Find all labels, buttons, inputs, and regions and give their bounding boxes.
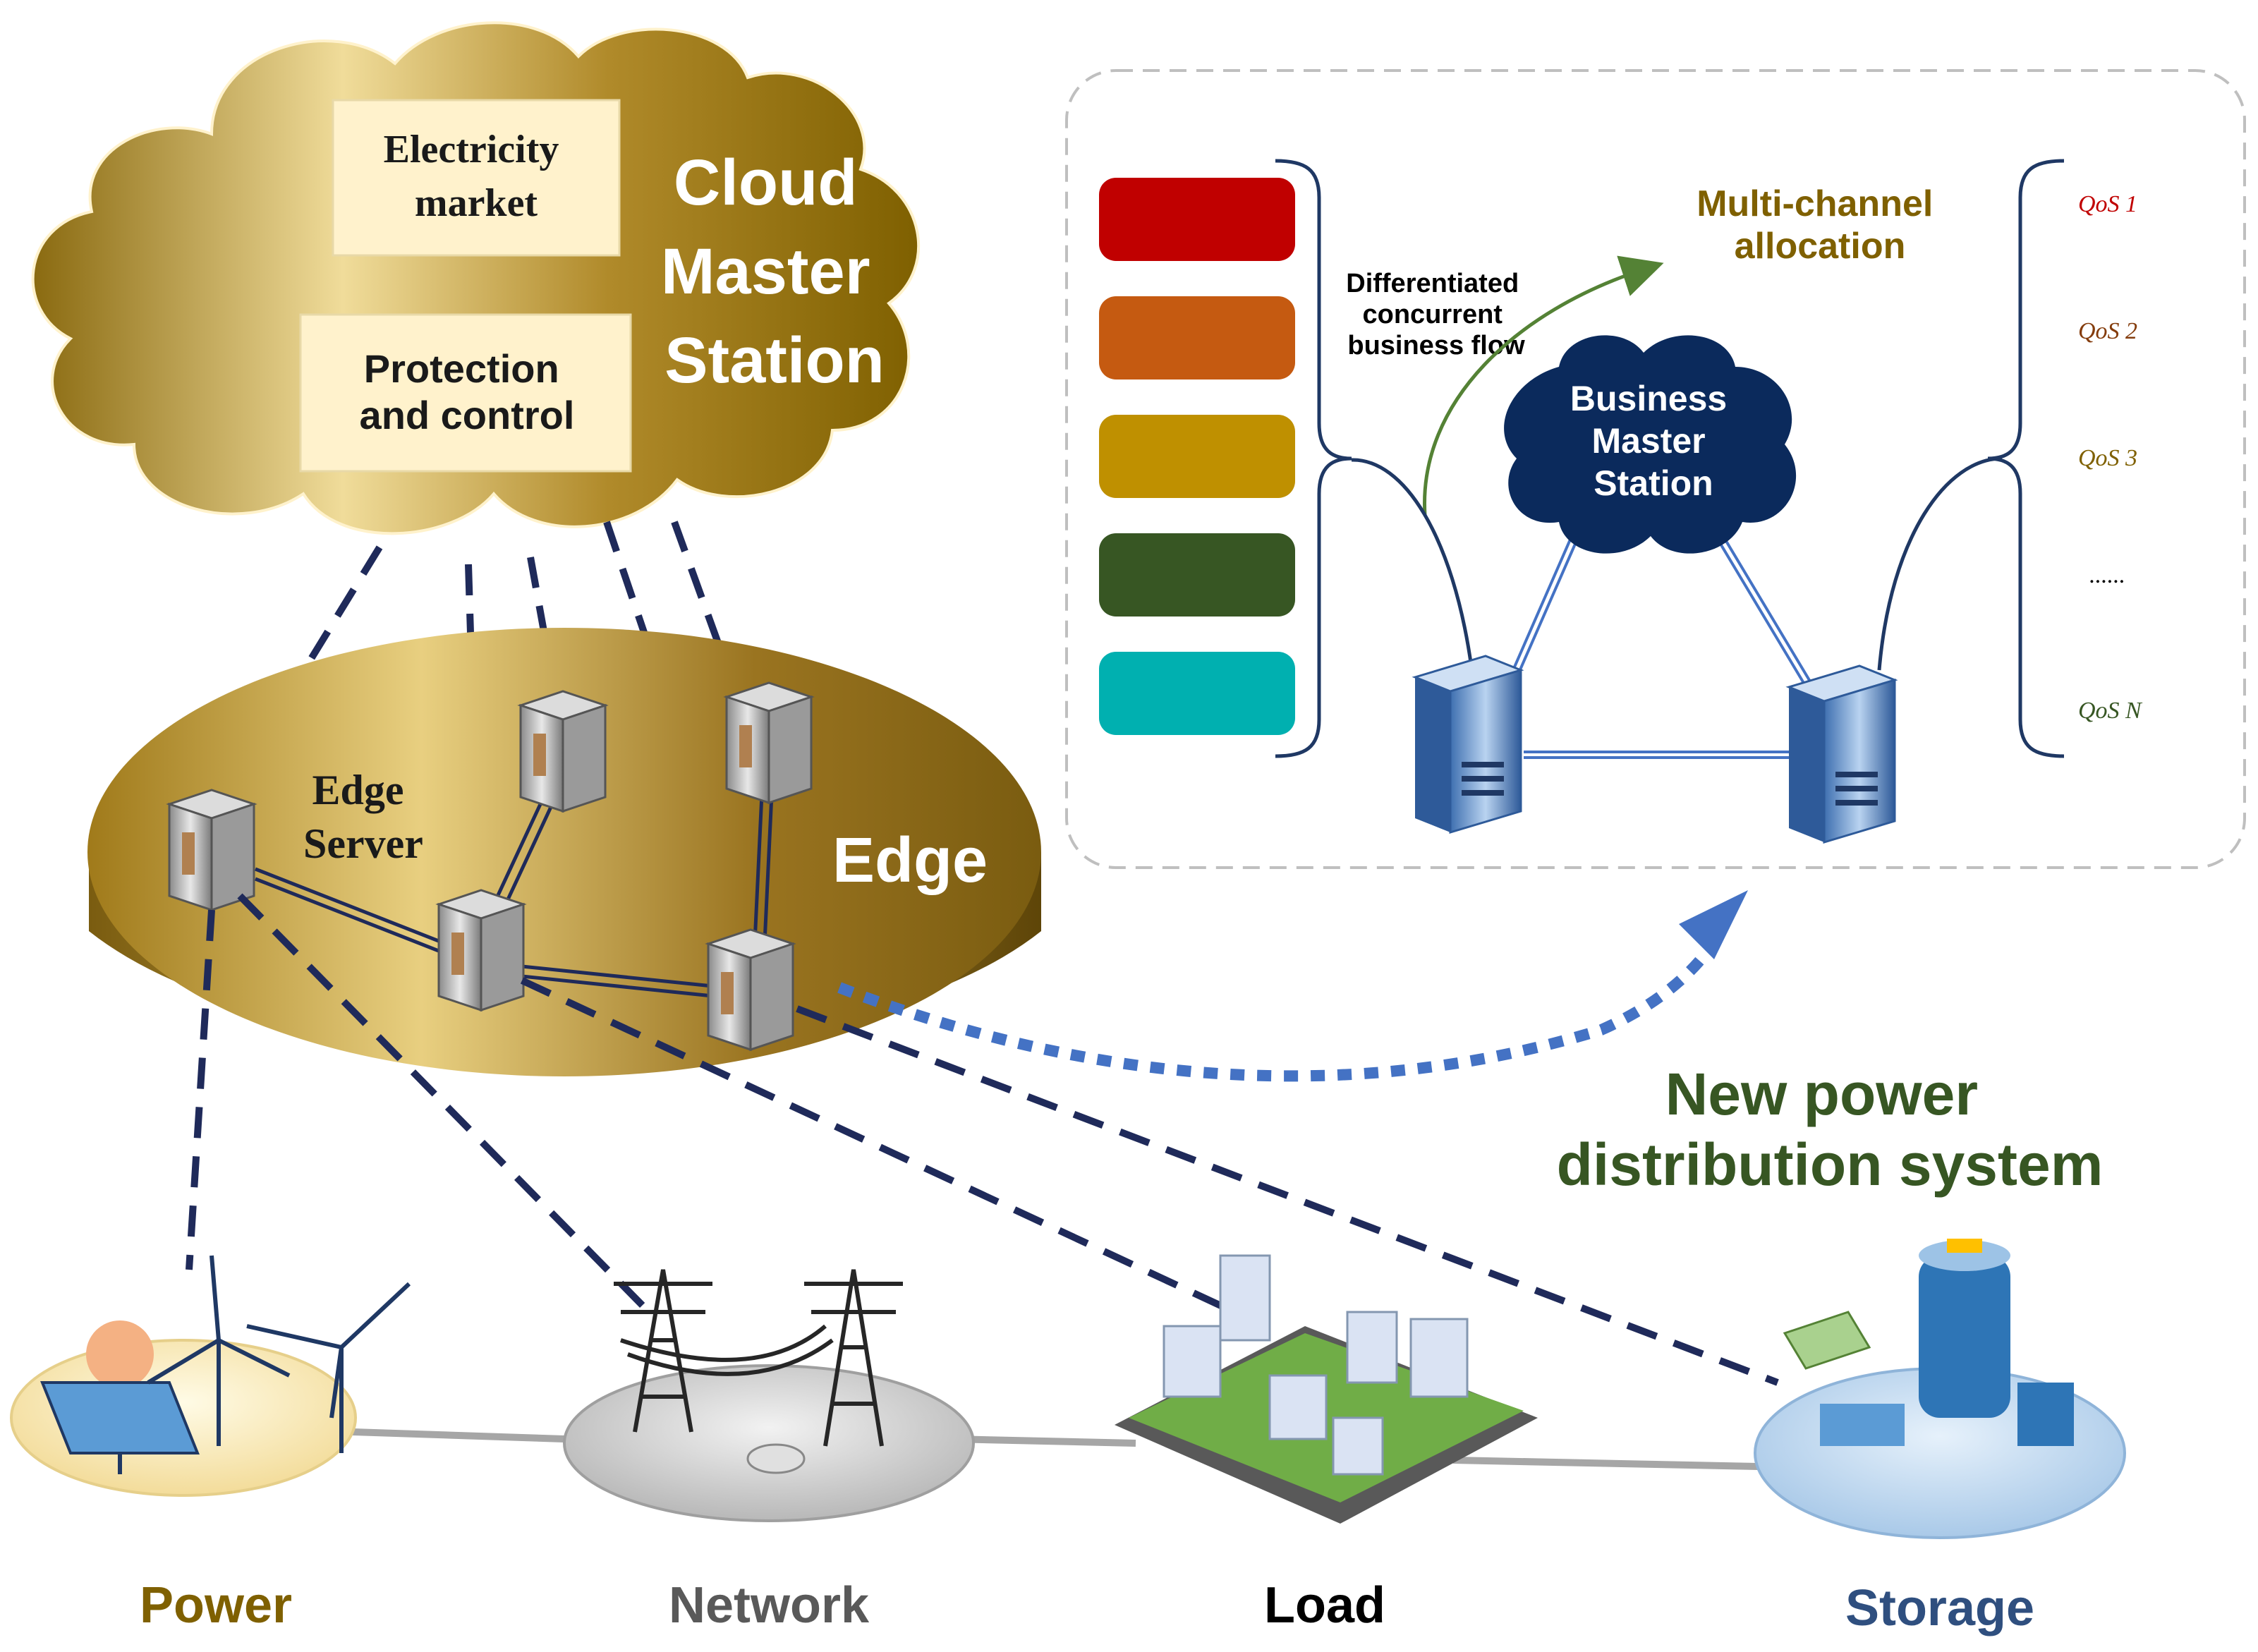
tower-server-right bbox=[1785, 664, 1898, 844]
flow-label-line1: Differentiated bbox=[1346, 269, 1519, 298]
cloud-shape bbox=[31, 21, 921, 535]
load-city-icon bbox=[1115, 1254, 1538, 1524]
cloud-title-line1: Cloud bbox=[674, 147, 858, 219]
system-title-line2: distribution system bbox=[1557, 1131, 2104, 1198]
allocation-arrow bbox=[1423, 255, 1664, 516]
right-brace bbox=[1987, 159, 2065, 758]
svg-text:Differentiated concurren: Differentiated concurrent business flow bbox=[1346, 269, 1526, 360]
business-station-line2: Master bbox=[1591, 421, 1705, 461]
business-flow-bar-3 bbox=[1099, 415, 1295, 498]
protection-control-line1: Protection bbox=[364, 346, 559, 391]
edge-platform: Edge Edge Server bbox=[87, 628, 1041, 1076]
detail-callout-arrow bbox=[837, 890, 1748, 1082]
tower-server-left bbox=[1412, 655, 1524, 834]
electricity-market-line1: Electricity bbox=[384, 128, 559, 171]
electricity-market-box bbox=[332, 99, 621, 257]
device-connection-line bbox=[352, 1428, 1792, 1471]
business-flow-bar-5 bbox=[1099, 652, 1295, 735]
svg-text:Edge Server: Edge Server bbox=[303, 767, 423, 867]
qos-label-2: QoS 2 bbox=[2078, 318, 2137, 344]
svg-text:Electricity market: Electricity market bbox=[384, 128, 569, 225]
svg-text:New power distribution sys: New power distribution system bbox=[1557, 1061, 2104, 1198]
detail-panel: Differentiated concurrent business flow … bbox=[1065, 69, 2246, 869]
svg-text:Multi-channel allocation: Multi-channel allocation bbox=[1696, 183, 1943, 267]
detail-panel-frame bbox=[1065, 69, 2246, 869]
edge-server-rack bbox=[517, 690, 609, 813]
protection-control-box bbox=[299, 313, 632, 473]
server-brace-link bbox=[1877, 456, 2003, 671]
cloud-title-line2: Master bbox=[661, 236, 870, 308]
cloud-title-line3: Station bbox=[664, 324, 885, 396]
power-generation-icon bbox=[10, 1255, 411, 1497]
wind-turbine-icon bbox=[147, 1255, 411, 1453]
system-title-line1: New power bbox=[1665, 1061, 1978, 1127]
edge-server-rack bbox=[166, 789, 257, 912]
edge-server-rack bbox=[705, 928, 796, 1052]
business-flow-bar-2 bbox=[1099, 296, 1295, 379]
edge-server-rack bbox=[723, 681, 815, 805]
transmission-network-icon bbox=[563, 1269, 975, 1522]
business-flow-bar-1 bbox=[1099, 178, 1295, 261]
allocation-line2: allocation bbox=[1735, 226, 1906, 267]
edge-device-links bbox=[186, 893, 1779, 1386]
svg-text:Protection and control: Protection and control bbox=[360, 346, 575, 437]
label-power: Power bbox=[140, 1577, 292, 1634]
qos-label-1: QoS 1 bbox=[2078, 191, 2137, 217]
edge-server-label-line1: Edge bbox=[312, 767, 403, 813]
business-flow-bar-4 bbox=[1099, 533, 1295, 617]
qos-label-ellipsis: ...... bbox=[2089, 562, 2125, 588]
cloud-master-station: Electricity market Protection and contro… bbox=[31, 21, 921, 535]
electricity-market-line2: market bbox=[415, 181, 538, 225]
battery-icon bbox=[1919, 1239, 2010, 1418]
svg-text:Cloud Master Stati: Cloud Master Station bbox=[661, 147, 888, 396]
edge-title: Edge bbox=[832, 825, 988, 896]
transmission-tower-icon bbox=[614, 1269, 903, 1447]
server-triangle-links bbox=[1507, 523, 1820, 759]
energy-storage-icon bbox=[1754, 1239, 2126, 1539]
allocation-line1: Multi-channel bbox=[1696, 183, 1933, 224]
edge-server-label-line2: Server bbox=[303, 820, 423, 867]
flow-label-line3: business flow bbox=[1347, 331, 1525, 360]
brace-server-link bbox=[1351, 458, 1474, 668]
protection-control-line2: and control bbox=[360, 393, 575, 437]
qos-label-3: QoS 3 bbox=[2078, 445, 2137, 471]
label-load: Load bbox=[1264, 1577, 1385, 1634]
business-station-cloud bbox=[1504, 335, 1797, 554]
sun-icon bbox=[86, 1320, 154, 1388]
solar-panel-icon bbox=[40, 1381, 200, 1454]
flow-label-line2: concurrent bbox=[1362, 300, 1503, 329]
label-network: Network bbox=[669, 1577, 870, 1634]
label-storage: Storage bbox=[1845, 1580, 2034, 1636]
business-station-line3: Station bbox=[1594, 463, 1713, 503]
svg-text:Business Master St: Business Master Station bbox=[1570, 379, 1737, 503]
edge-server-rack bbox=[435, 889, 527, 1012]
building-icon bbox=[1163, 1254, 1469, 1476]
qos-label-n: QoS N bbox=[2078, 698, 2143, 724]
business-station-line1: Business bbox=[1570, 379, 1727, 418]
